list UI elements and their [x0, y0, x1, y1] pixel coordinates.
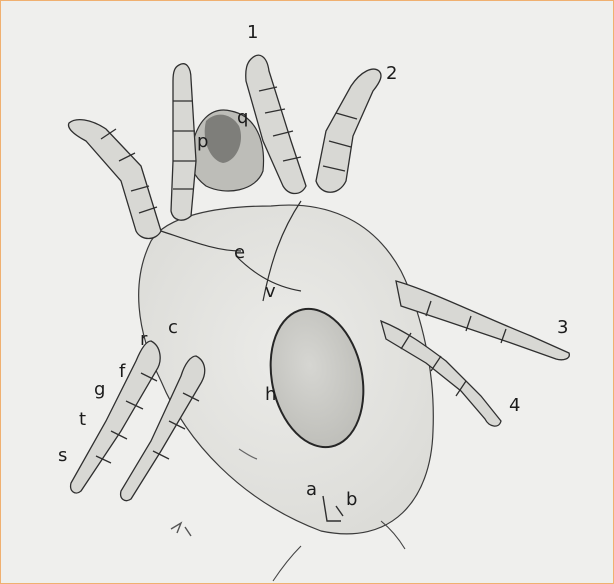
label-a: a — [306, 481, 317, 499]
label-b: b — [346, 491, 357, 509]
label-leg-2: 2 — [386, 65, 397, 83]
palp-left — [171, 64, 196, 220]
label-g: g — [94, 381, 105, 399]
label-q: q — [237, 109, 248, 127]
label-t: t — [79, 411, 86, 429]
label-e: e — [234, 244, 245, 262]
label-v: v — [265, 283, 276, 301]
label-c: c — [168, 319, 178, 337]
leg-2 — [316, 69, 381, 192]
label-h: h — [265, 386, 276, 404]
label-leg-1: 1 — [247, 24, 258, 42]
label-leg-4: 4 — [509, 397, 520, 415]
label-r: r — [140, 331, 147, 349]
debris-mark — [171, 523, 191, 536]
label-p: p — [197, 133, 208, 151]
label-s: s — [58, 447, 67, 465]
label-leg-3: 3 — [557, 319, 568, 337]
leg-left-front — [69, 120, 161, 239]
label-f: f — [119, 363, 125, 381]
